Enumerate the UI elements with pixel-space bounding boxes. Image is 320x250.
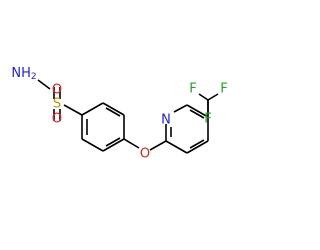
pyridine-bond-c5-c6 [186, 104, 209, 118]
bond-s-ring [63, 104, 83, 116]
benzene-double-3 [105, 107, 121, 117]
benzene-bond-2 [81, 138, 104, 152]
fluorine-3: F [204, 112, 211, 127]
bonds [37, 79, 219, 154]
benzene-bond-3 [102, 138, 125, 152]
pyridine-nitrogen: N [161, 113, 171, 128]
benzene-bond-6 [81, 102, 104, 116]
nh2-hydrogen: H [21, 66, 31, 81]
nh2-group: NH2 [11, 66, 36, 83]
bond-n-s [37, 79, 51, 90]
atom-labels: NH2 S O O O N F F F [11, 66, 227, 162]
bond-c-f1 [198, 93, 209, 101]
nh2-subscript: 2 [31, 72, 37, 82]
bond-c-f2 [207, 93, 219, 101]
sulfur-atom: S [53, 97, 61, 112]
fluorine-1: F [189, 82, 196, 97]
sulfonyl-oxygen-lower: O [52, 112, 62, 127]
pyridine-bond-c3-c4 [186, 140, 209, 154]
ether-oxygen: O [140, 147, 150, 162]
benzene-bond-5 [102, 102, 125, 116]
bond-ring-ether [123, 138, 140, 149]
molecule-structure: NH2 S O O O N F F F [11, 66, 227, 162]
nh2-nitrogen: N [11, 66, 21, 81]
fluorine-2: F [220, 82, 227, 97]
pyridine-bond-c2-c3 [165, 140, 188, 154]
pyridine-bond-c6-n [173, 104, 188, 113]
pyridine-double-2 [189, 139, 205, 149]
benzene-double-2 [105, 137, 121, 147]
bond-ether-pyridine [149, 140, 167, 151]
sulfonyl-oxygen-upper: O [52, 83, 62, 98]
pyridine-double-3 [189, 109, 205, 119]
